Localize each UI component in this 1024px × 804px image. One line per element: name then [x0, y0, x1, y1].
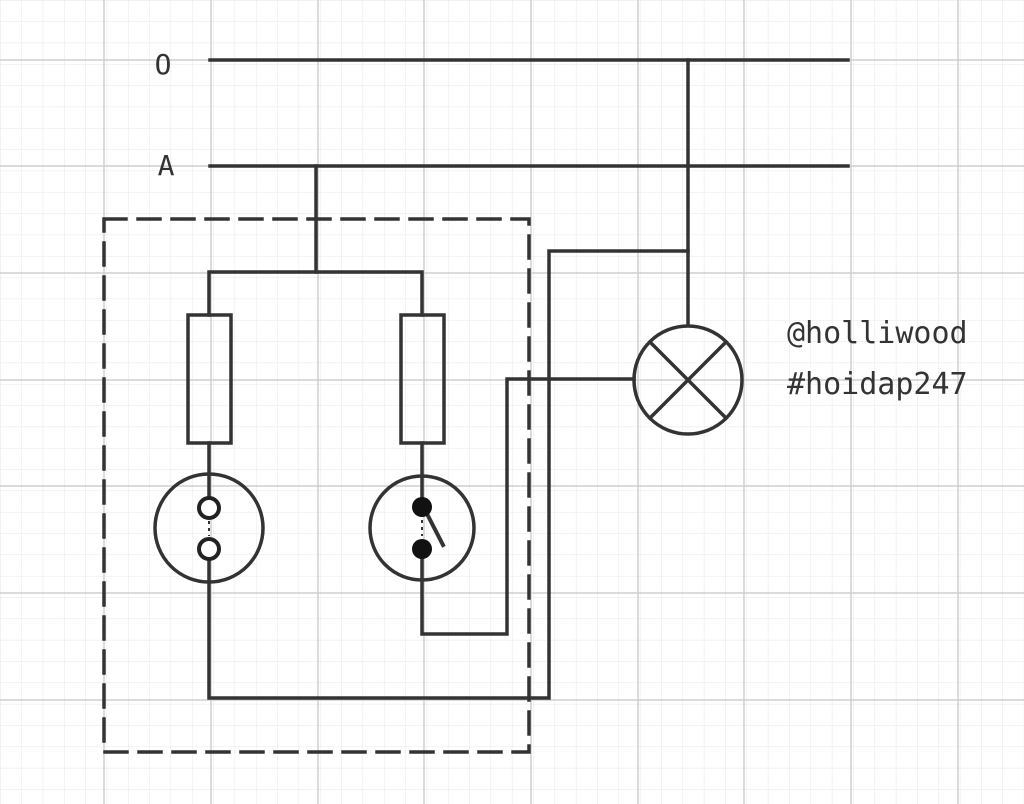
lamp-cross-line-2 [647, 339, 729, 421]
socket-return-wire [207, 249, 690, 700]
neutral-line-label: O [155, 48, 172, 81]
phase-split-wire [207, 270, 424, 317]
watermark-handle: @holliwood [787, 316, 968, 351]
switch-contact-bottom [412, 539, 432, 559]
socket-contact-bottom [197, 537, 221, 561]
phase-line-label: A [158, 149, 175, 182]
switch-contact-top [412, 497, 432, 517]
watermark-tag: #hoidap247 [787, 367, 968, 402]
socket-contact-top [197, 496, 221, 520]
lamp-symbol [632, 324, 744, 436]
